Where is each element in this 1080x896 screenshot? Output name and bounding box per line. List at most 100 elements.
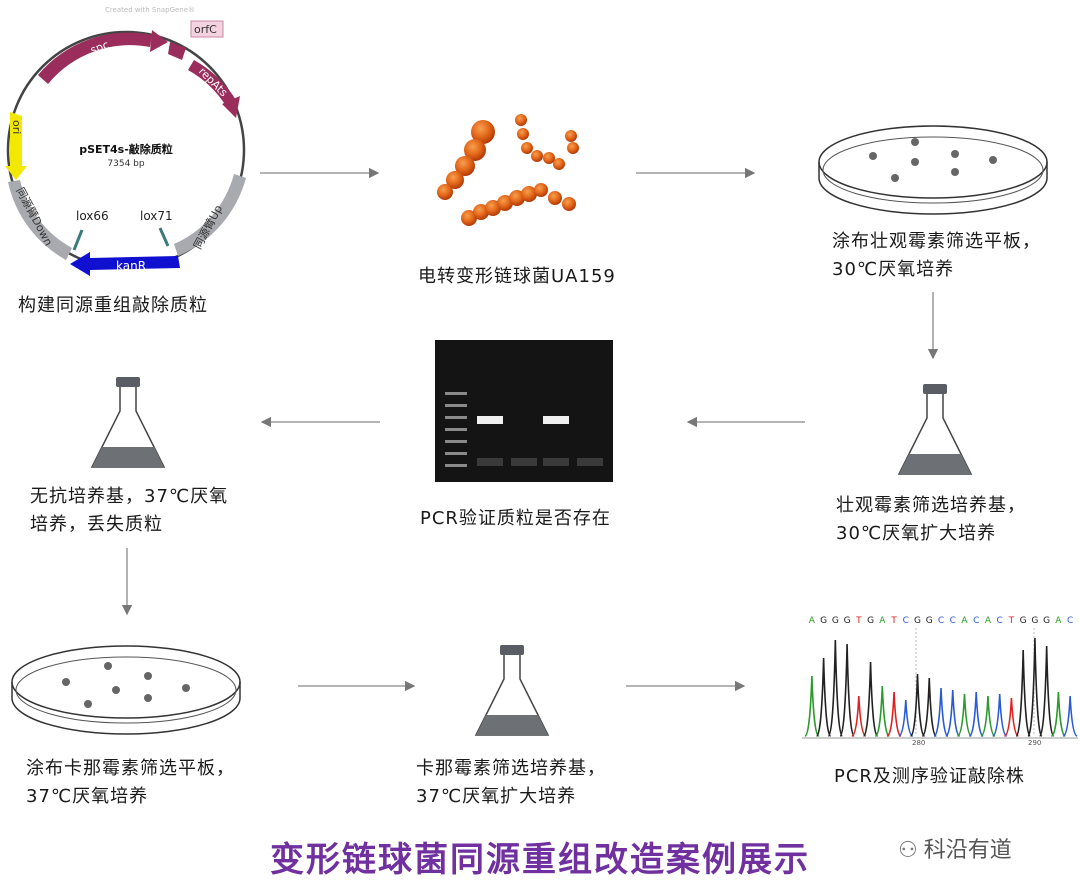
chromatogram-peak xyxy=(945,689,961,737)
base-call: T xyxy=(1008,616,1015,626)
plasmid-name: pSET4s-敲除质粒 xyxy=(79,142,173,156)
page-title: 变形链球菌同源重组改造案例展示 xyxy=(270,840,810,880)
bacteria-chains xyxy=(437,114,579,226)
colonies xyxy=(869,138,997,182)
flask-spc-medium xyxy=(897,384,973,475)
petri-dish-kan xyxy=(11,645,241,735)
chromatogram-peak xyxy=(1015,649,1031,737)
base-call: T xyxy=(855,616,862,626)
base-call: G xyxy=(832,616,839,626)
chromatogram-peak xyxy=(957,693,972,737)
lox71-label: lox71 xyxy=(140,209,173,223)
base-call: T xyxy=(890,616,897,626)
streptococcus-image xyxy=(437,114,579,226)
ori-label: ori xyxy=(10,120,23,134)
step4-caption: 壮观霉素筛选培养基，30℃厌氧扩大培养 xyxy=(836,495,1026,544)
repAts-feature xyxy=(188,60,236,106)
flask-no-antibiotic xyxy=(90,377,166,468)
wechat-icon: ⚇ xyxy=(898,838,918,863)
ori-arrowhead xyxy=(5,166,27,180)
lox66-label: lox66 xyxy=(76,209,109,223)
band-lane-2 xyxy=(477,416,503,424)
homology-up-feature xyxy=(174,174,246,256)
chromatogram-peak xyxy=(1027,637,1043,737)
base-call: C xyxy=(903,616,909,626)
base-call: A xyxy=(985,616,992,626)
homology-down-feature xyxy=(8,180,72,260)
chromatogram-peak xyxy=(933,687,949,737)
plasmid-size: 7354 bp xyxy=(107,159,144,169)
chromatogram-peak xyxy=(862,661,879,737)
colonies xyxy=(62,662,190,708)
plasmid-map: Created with SnapGene® spc orfC repAts o… xyxy=(5,6,246,276)
chromatogram-peak xyxy=(1062,695,1078,737)
chromatogram-peak xyxy=(851,695,867,737)
orfC-label: orfC xyxy=(194,23,217,36)
base-call: C xyxy=(1067,616,1073,626)
step5-caption: PCR验证质粒是否存在 xyxy=(420,508,611,529)
chromatogram-peak xyxy=(874,685,890,737)
spc-arrowhead xyxy=(150,30,168,52)
step8-caption: 卡那霉素筛选培养基，37℃厌氧扩大培养 xyxy=(416,758,606,807)
base-call: A xyxy=(1055,616,1062,626)
base-call: G xyxy=(1020,616,1027,626)
chromatogram-peak xyxy=(886,691,902,737)
base-call: G xyxy=(1031,616,1038,626)
ladder-bands xyxy=(445,392,467,467)
chromatogram-peak xyxy=(815,657,832,737)
petri-dish-spc xyxy=(818,125,1048,215)
ori-feature xyxy=(10,112,22,168)
base-call: A xyxy=(879,616,886,626)
chromatogram-peak xyxy=(827,639,844,737)
repAts-arrowhead xyxy=(222,96,240,118)
chromatogram-peak xyxy=(1038,645,1055,737)
kanR-feature xyxy=(90,256,180,270)
base-call: G xyxy=(1043,616,1050,626)
tick-290: 290 xyxy=(1028,739,1041,747)
base-call: G xyxy=(914,616,921,626)
base-call: C xyxy=(950,616,956,626)
watermark-text: 科沿有道 xyxy=(923,838,1012,863)
base-call: C xyxy=(938,616,944,626)
orfC-feature xyxy=(168,42,186,60)
base-call: A xyxy=(961,616,968,626)
chromatogram-peak xyxy=(804,675,820,737)
pcr-gel-image xyxy=(435,340,613,482)
base-call: C xyxy=(973,616,979,626)
step6-caption: 无抗培养基，37℃厌氧培养，丢失质粒 xyxy=(30,486,229,535)
spc-feature xyxy=(38,32,152,84)
step2-caption: 电转变形链球菌UA159 xyxy=(418,266,616,287)
snapgene-credit: Created with SnapGene® xyxy=(105,6,195,14)
spc-label: spc xyxy=(89,38,111,57)
chromatogram-peaks xyxy=(804,637,1078,737)
orfC-label-box xyxy=(190,20,224,38)
chromatogram-peak xyxy=(839,643,855,737)
chromatogram-peak xyxy=(898,699,914,737)
base-call: A xyxy=(809,616,816,626)
tick-280: 280 xyxy=(912,739,925,747)
watermark: ⚇科沿有道 xyxy=(898,832,1012,864)
chromatogram-peak xyxy=(992,693,1008,737)
band-lane-4 xyxy=(543,416,569,424)
chromatogram-peak xyxy=(968,691,984,737)
chromatogram-peak xyxy=(1051,691,1066,737)
lox71-marker xyxy=(158,227,170,247)
chromatogram-peak xyxy=(910,673,925,737)
flask-kan-medium xyxy=(474,645,550,736)
base-call: G xyxy=(926,616,933,626)
base-call: C xyxy=(997,616,1003,626)
step9-caption: PCR及测序验证敲除株 xyxy=(834,766,1025,787)
base-call: G xyxy=(844,616,851,626)
chromatogram-peak xyxy=(1004,697,1019,737)
step1-caption: 构建同源重组敲除质粒 xyxy=(18,295,208,316)
chromatogram-peak xyxy=(980,695,996,737)
step3-caption: 涂布壮观霉素筛选平板，30℃厌氧培养 xyxy=(832,231,1041,280)
step7-caption: 涂布卡那霉素筛选平板，37℃厌氧培养 xyxy=(26,758,235,807)
base-call: G xyxy=(867,616,874,626)
kanR-label: kanR xyxy=(116,259,146,273)
lox66-marker xyxy=(72,229,84,251)
chromatogram-peak xyxy=(921,677,938,737)
